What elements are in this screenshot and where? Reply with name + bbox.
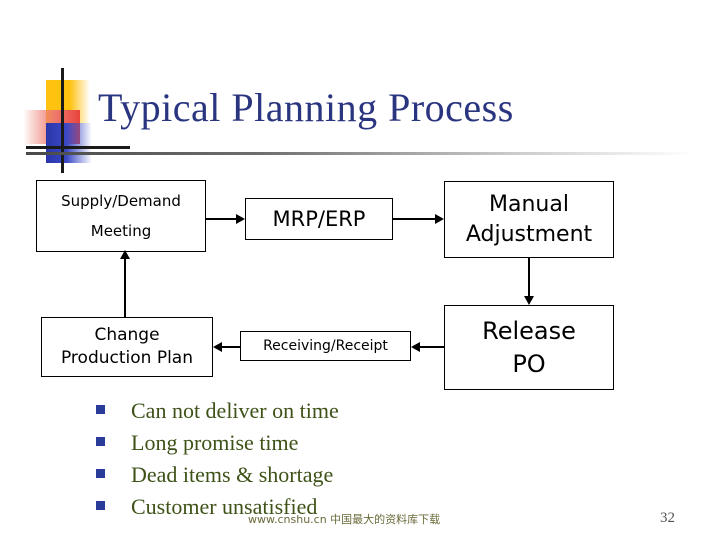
page-number: 32 (660, 510, 675, 526)
node-change-production-plan-line1: Change (94, 325, 160, 346)
node-manual-adjustment[interactable]: Manual Adjustment (444, 181, 614, 258)
list-item: Long promise time (96, 430, 516, 462)
connector-mrp-to-manual (393, 218, 435, 220)
node-manual-adjustment-line1: Manual (489, 191, 569, 217)
node-release-po-line1: Release (482, 317, 576, 346)
bullet-list: Can not deliver on time Long promise tim… (96, 398, 516, 526)
list-item-label: Dead items & shortage (131, 462, 334, 487)
square-bullet-icon (96, 501, 105, 510)
arrowhead-manual-to-release (524, 296, 534, 305)
logo-vertical-line (61, 68, 64, 173)
node-change-production-plan[interactable]: Change Production Plan (41, 317, 213, 377)
list-item: Customer unsatisfied (96, 494, 516, 526)
list-item-label: Can not deliver on time (131, 398, 339, 423)
decorative-logo (18, 68, 130, 173)
arrowhead-release-to-receiving (411, 342, 420, 352)
node-change-production-plan-line2: Production Plan (60, 348, 193, 368)
node-receiving-receipt-label: Receiving/Receipt (263, 337, 388, 354)
square-bullet-icon (96, 437, 105, 446)
list-item-label: Customer unsatisfied (131, 494, 318, 519)
node-mrp-erp[interactable]: MRP/ERP (245, 198, 393, 240)
arrowhead-supply-to-mrp (236, 214, 245, 224)
node-manual-adjustment-line2: Adjustment (465, 221, 593, 247)
node-supply-demand-line2: Meeting (90, 221, 152, 240)
node-receiving-receipt[interactable]: Receiving/Receipt (240, 331, 411, 361)
page-title: Typical Planning Process (98, 85, 514, 130)
node-supply-demand-line1: Supply/Demand (61, 192, 181, 211)
connector-manual-to-release (528, 258, 530, 296)
node-supply-demand[interactable]: Supply/Demand Meeting (36, 180, 206, 252)
connector-release-to-receiving (420, 346, 444, 348)
list-item-label: Long promise time (131, 430, 299, 455)
connector-change-to-supply (124, 258, 126, 317)
arrowhead-change-to-supply (120, 250, 130, 259)
node-release-po-line2: PO (512, 349, 546, 378)
arrowhead-receiving-to-change (213, 342, 222, 352)
node-mrp-erp-label: MRP/ERP (272, 206, 366, 231)
logo-blue-square (46, 123, 91, 163)
list-item: Can not deliver on time (96, 398, 516, 430)
list-item: Dead items & shortage (96, 462, 516, 494)
node-release-po[interactable]: Release PO (444, 305, 614, 390)
watermark-text: www.cnshu.cn 中国最大的资料库下载 (248, 513, 441, 526)
square-bullet-icon (96, 405, 105, 414)
title-divider (26, 152, 694, 155)
connector-receiving-to-change (222, 346, 240, 348)
arrowhead-mrp-to-manual (435, 214, 444, 224)
connector-supply-to-mrp (206, 218, 236, 220)
logo-horizontal-line (26, 146, 130, 149)
square-bullet-icon (96, 469, 105, 478)
